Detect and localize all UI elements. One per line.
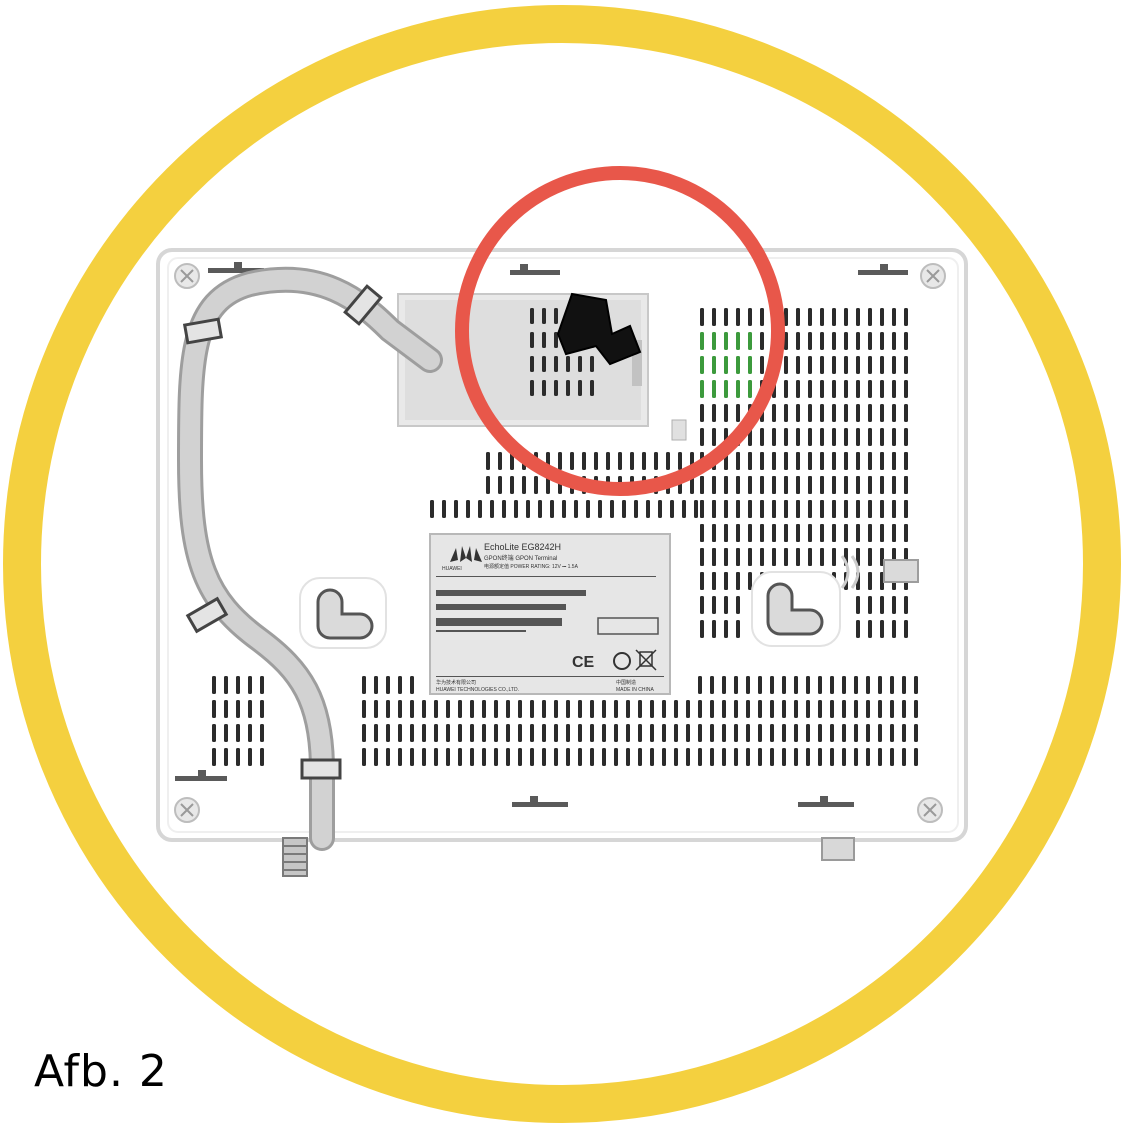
barcodes [436,576,656,632]
side-switch [840,555,919,589]
product-label: HUAWEI EchoLite EG8242H GPON终端 GPON Term… [429,533,671,695]
label-power: 电源额定值 POWER RATING: 12V ⎓ 1.5A [484,563,579,570]
power-connector [821,837,855,861]
weee-bin-icon [635,649,657,671]
huawei-logo-icon [450,546,482,562]
label-origin: MADE IN CHINA [616,687,654,693]
outer-yellow-ring [3,5,1121,1123]
screw-icon [917,797,943,823]
highlight-ring [455,166,785,496]
label-subtitle: GPON终端 GPON Terminal [484,554,557,562]
label-origin-cn: 中国制造 [616,679,636,686]
label-manufacturer: HUAWEI TECHNOLOGIES CO.,LTD. [436,687,519,693]
keyhole-mount-right [751,571,841,647]
label-manufacturer-cn: 华为技术有限公司 [436,679,476,686]
label-brand: HUAWEI [442,566,462,572]
cable-clips [182,284,383,780]
certification-mark-icon [613,652,631,670]
screw-icon [174,797,200,823]
label-model: EchoLite EG8242H [484,542,561,552]
mounting-clips [175,262,908,807]
screw-icon [920,263,946,289]
screw-icon [174,263,200,289]
ce-mark: CE [572,654,595,671]
keyhole-mount-left [299,577,387,649]
figure-caption: Afb. 2 [34,1046,168,1097]
coax-connector [282,837,308,877]
fiber-plug [556,292,642,366]
fiber-cable [176,266,443,851]
